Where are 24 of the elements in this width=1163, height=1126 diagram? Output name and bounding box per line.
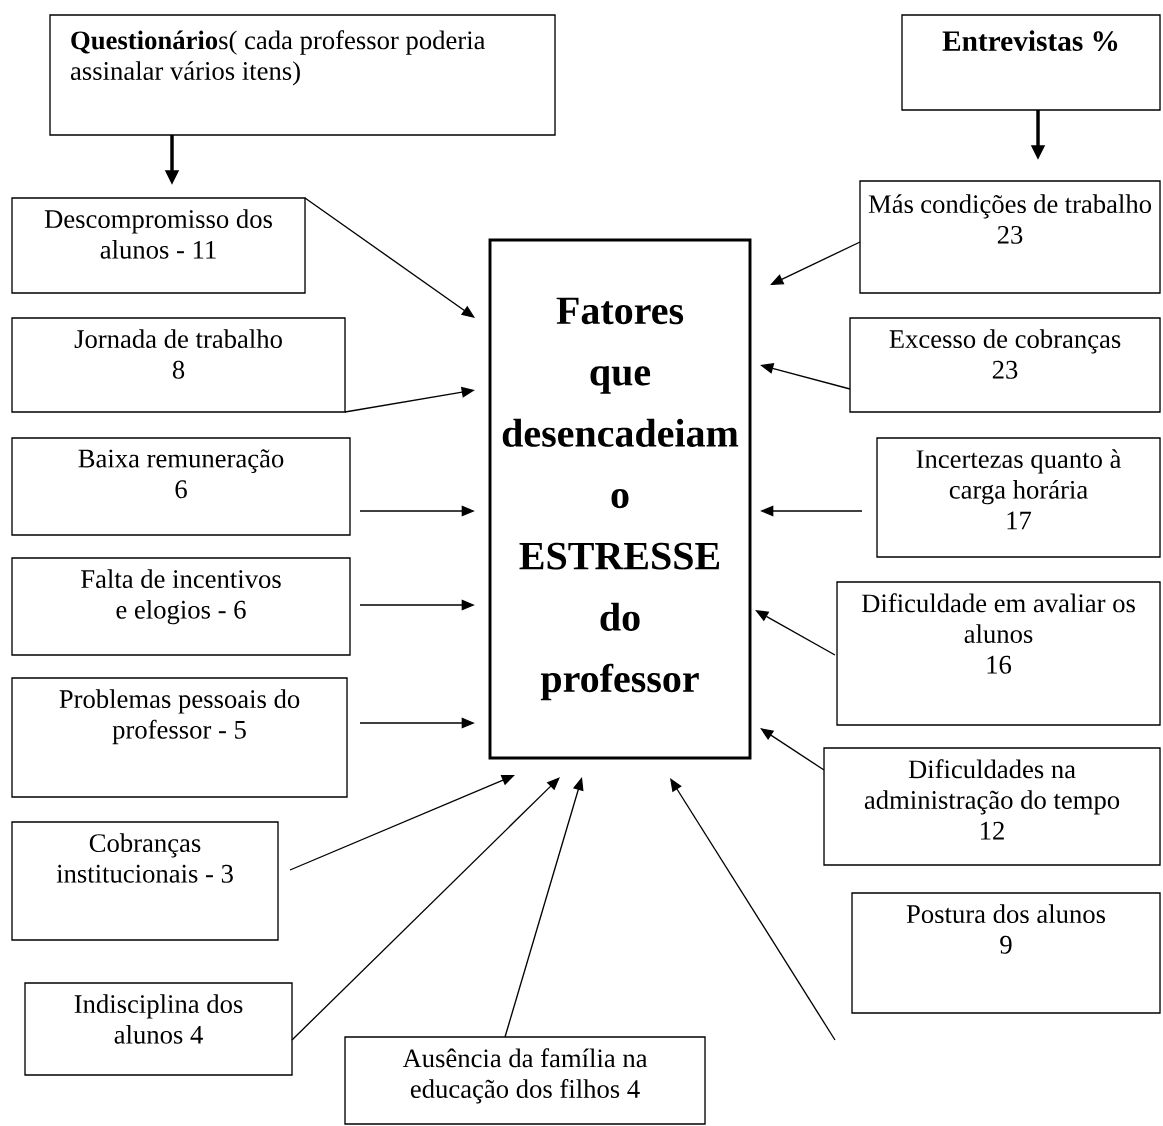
factor-box: Postura dos alunos 9: [851, 892, 1161, 1014]
arrow: [770, 241, 861, 285]
arrow: [760, 728, 825, 771]
arrow: [670, 778, 836, 1041]
factor-box: Falta de incentivos e elogios - 6: [11, 557, 351, 656]
factor-box: Excesso de cobranças 23: [849, 317, 1161, 413]
factor-box: Jornada de trabalho 8: [11, 317, 346, 413]
heading-box: Questionários( cada professor poderia assinalar vários itens): [49, 14, 556, 136]
factor-box: Baixa remuneração 6: [11, 437, 351, 536]
factor-box: Incertezas quanto à carga horária 17: [876, 437, 1161, 558]
factor-box: Cobranças institucionais - 3: [11, 821, 279, 941]
factor-box: Indisciplina dos alunos 4: [24, 982, 293, 1076]
factor-box: Dificuldades na administração do tempo 12: [823, 747, 1161, 866]
central-box: Fatores que desencadeiam o ESTRESSE do professor: [488, 238, 752, 760]
arrow: [289, 775, 515, 871]
heading-box: Entrevistas %: [901, 14, 1161, 111]
factor-box: Problemas pessoais do professor - 5: [11, 677, 348, 798]
arrow: [304, 197, 475, 318]
factor-box: Descompromisso dos alunos - 11: [11, 197, 306, 294]
factor-box: Más condições de trabalho 23: [859, 180, 1161, 294]
arrow: [291, 777, 560, 1041]
factor-box: Ausência da família na educação dos filhos 4: [344, 1036, 706, 1125]
factor-box: Dificuldade em avaliar os alunos 16: [836, 581, 1161, 726]
arrow: [755, 610, 836, 656]
